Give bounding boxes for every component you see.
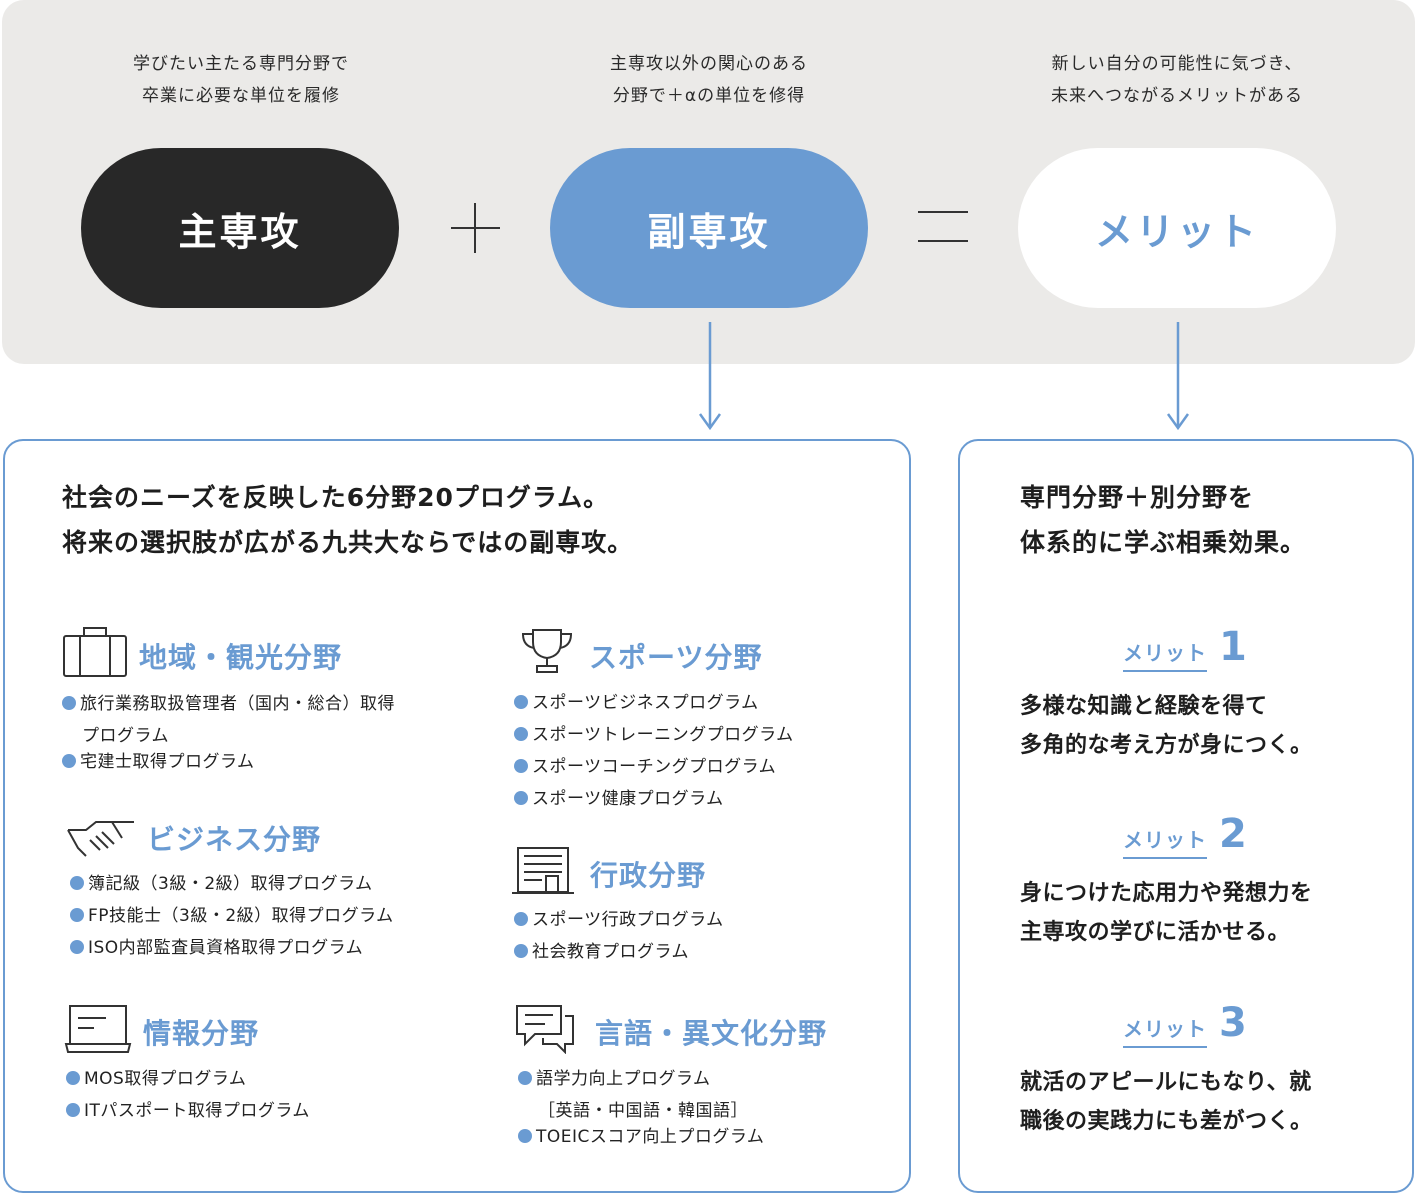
program-item: 宅建士取得プログラム	[62, 746, 255, 778]
field-title-information: 情報分野	[143, 1017, 260, 1050]
handshake-icon	[67, 821, 134, 857]
program-item: ISO内部監査員資格取得プログラム	[70, 932, 363, 964]
program-item: FP技能士（3級・2級）取得プログラム	[70, 900, 394, 932]
field-title-sports: スポーツ分野	[589, 641, 763, 674]
merit-text-2: 身につけた応用力や発想力を 主専攻の学びに活かせる。	[1020, 881, 1313, 945]
field-title-language: 言語・異文化分野	[595, 1017, 828, 1050]
trophy-icon	[521, 629, 573, 673]
minor-caption: 主専攻以外の関心のある 分野で＋αの単位を修得	[610, 54, 808, 106]
merit-text-3: 就活のアピールにもなり、就 職後の実践力にも差がつく。	[1020, 1070, 1313, 1134]
program-item: ITパスポート取得プログラム	[66, 1095, 310, 1127]
program-item: 社会教育プログラム	[514, 936, 689, 968]
government-building-icon	[512, 847, 574, 894]
program-item: TOEICスコア向上プログラム	[518, 1121, 764, 1153]
minor-pill: 副専攻	[550, 148, 868, 308]
merits-headline: 専門分野＋別分野を 体系的に学ぶ相乗効果。	[1020, 483, 1307, 557]
major-pill: 主専攻	[81, 148, 399, 308]
laptop-icon	[64, 1005, 132, 1053]
field-title-administration: 行政分野	[590, 859, 707, 892]
arrow-down-icon	[698, 322, 722, 431]
merits-box	[958, 439, 1414, 1193]
merit-label-1: メリット 1	[1123, 624, 1247, 672]
merit-text-1: 多様な知識と経験を得て 多角的な考え方が身につく。	[1020, 694, 1313, 758]
program-item: スポーツ行政プログラム	[514, 904, 724, 936]
program-item: 旅行業務取扱管理者（国内・総合）取得プログラム	[62, 688, 395, 752]
merit-label-2: メリット 2	[1123, 811, 1247, 859]
merit-pill: メリット	[1018, 148, 1336, 308]
program-item: スポーツ健康プログラム	[514, 783, 724, 815]
suitcase-icon	[63, 627, 127, 677]
plus-sign-vertical	[474, 203, 476, 253]
field-title-business: ビジネス分野	[147, 823, 322, 856]
program-item: スポーツトレーニングプログラム	[514, 719, 794, 751]
equals-sign-lower	[918, 240, 968, 242]
program-item: 語学力向上プログラム［英語・中国語・韓国語］	[518, 1063, 748, 1127]
equals-sign	[918, 211, 968, 213]
program-item: スポーツコーチングプログラム	[514, 751, 776, 783]
major-caption: 学びたい主たる専門分野で 卒業に必要な単位を履修	[133, 54, 349, 106]
program-item: 簿記級（3級・2級）取得プログラム	[70, 868, 373, 900]
field-title-tourism: 地域・観光分野	[139, 641, 343, 674]
program-item: スポーツビジネスプログラム	[514, 687, 759, 719]
programs-box	[3, 439, 911, 1193]
speech-bubbles-icon	[516, 1005, 574, 1054]
programs-headline: 社会のニーズを反映した6分野20プログラム。 将来の選択肢が広がる九共大ならでは…	[62, 483, 634, 557]
merit-caption: 新しい自分の可能性に気づき、 未来へつながるメリットがある	[1051, 54, 1303, 106]
merit-label-3: メリット 3	[1123, 1000, 1247, 1048]
arrow-down-icon	[1166, 322, 1190, 431]
program-item: MOS取得プログラム	[66, 1063, 246, 1095]
